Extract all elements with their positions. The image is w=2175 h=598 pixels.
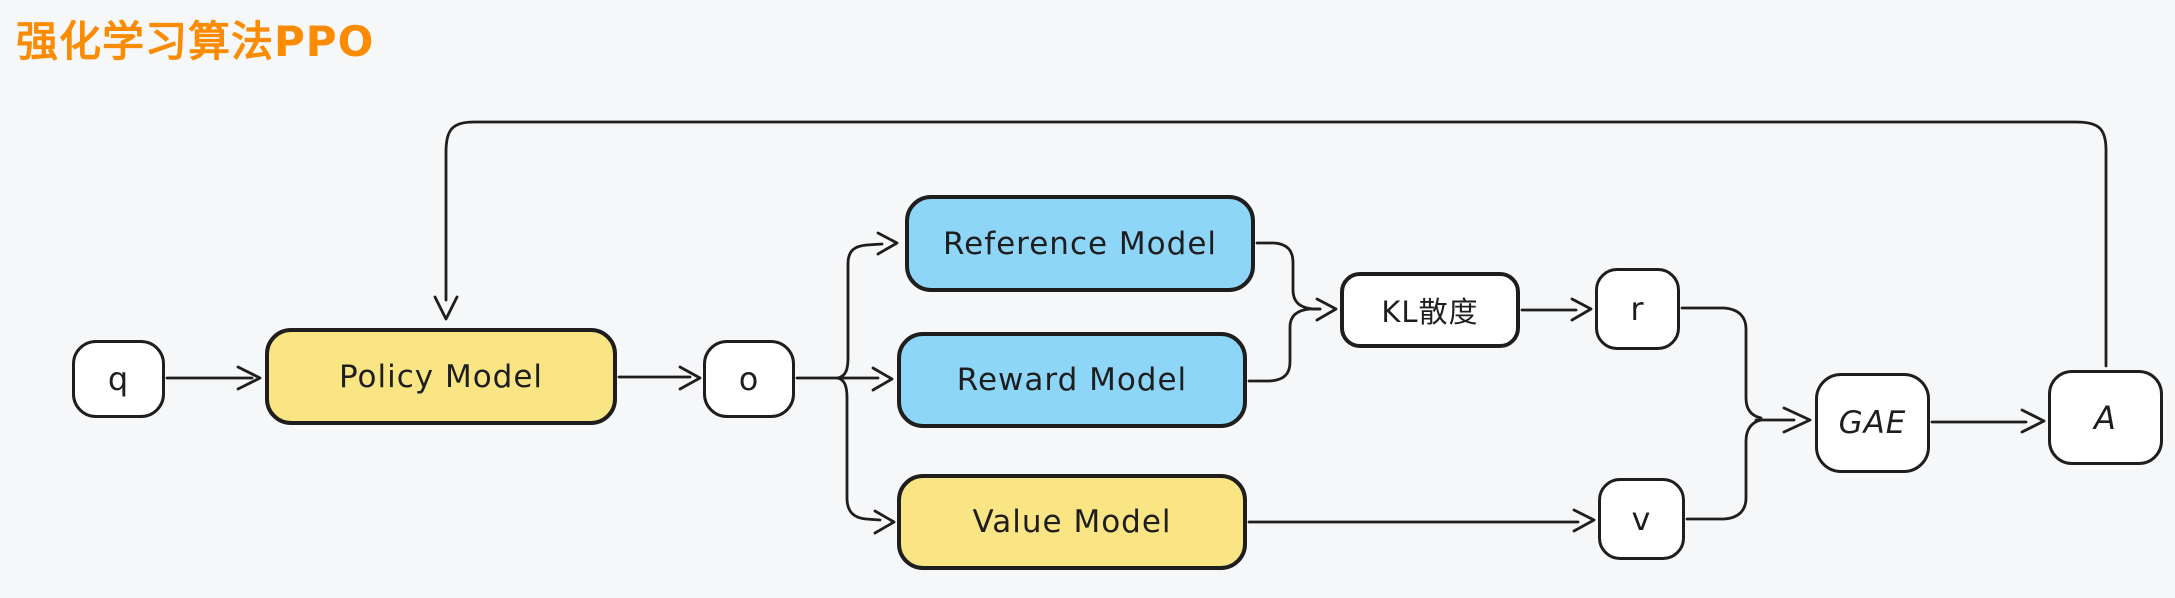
edge-q-policy-arrowhead [236,365,262,391]
edge-v-merge [1685,418,1763,521]
edge-merge-gae-arrowhead [1782,406,1812,434]
edge-o-value-arrowhead [873,509,896,535]
node-kl-divergence-label: KL散度 [1381,295,1479,329]
edge-value-v-arrowhead [1572,508,1596,533]
edge-kl-arrowhead [1315,297,1338,322]
edge-gae-a-arrowhead [2020,408,2046,434]
node-v[interactable]: v [1598,478,1685,560]
edge-o-reward-arrowhead [871,366,894,392]
edge-a-policy-loop [444,120,2108,368]
edge-policy-o-arrowhead [678,365,702,391]
page-title: 强化学习算法PPO [16,17,375,66]
edge-r-merge [1680,306,1763,420]
node-o-label: o [738,360,760,398]
node-reward-model-label: Reward Model [956,362,1188,398]
edge-reward-kl [1247,307,1322,383]
node-value-model-label: Value Model [972,504,1172,540]
edge-reference-kl [1255,241,1322,311]
edge-o-value [836,376,882,522]
node-gae-label: GAE [1838,405,1907,441]
node-kl-divergence[interactable]: KL散度 [1340,272,1520,348]
node-reference-model-label: Reference Model [942,225,1218,262]
node-q-label: q [107,360,130,398]
node-v-label: v [1631,500,1652,538]
node-gae[interactable]: GAE [1815,373,1930,473]
node-value-model[interactable]: Value Model [897,474,1247,570]
edge-kl-r-arrowhead [1570,297,1593,322]
node-q[interactable]: q [72,340,165,418]
node-a-label: A [2094,398,2117,437]
node-a[interactable]: A [2048,370,2163,465]
edge-a-policy-arrowhead [433,295,459,321]
node-policy-model-label: Policy Model [338,358,544,395]
edge-o-reference [836,242,884,380]
edge-o-reference-arrowhead [876,231,899,256]
node-policy-model[interactable]: Policy Model [265,328,617,425]
node-r-label: r [1630,290,1645,328]
node-reference-model[interactable]: Reference Model [905,195,1255,292]
node-r[interactable]: r [1595,268,1680,350]
node-o[interactable]: o [703,340,795,418]
node-reward-model[interactable]: Reward Model [897,332,1247,428]
